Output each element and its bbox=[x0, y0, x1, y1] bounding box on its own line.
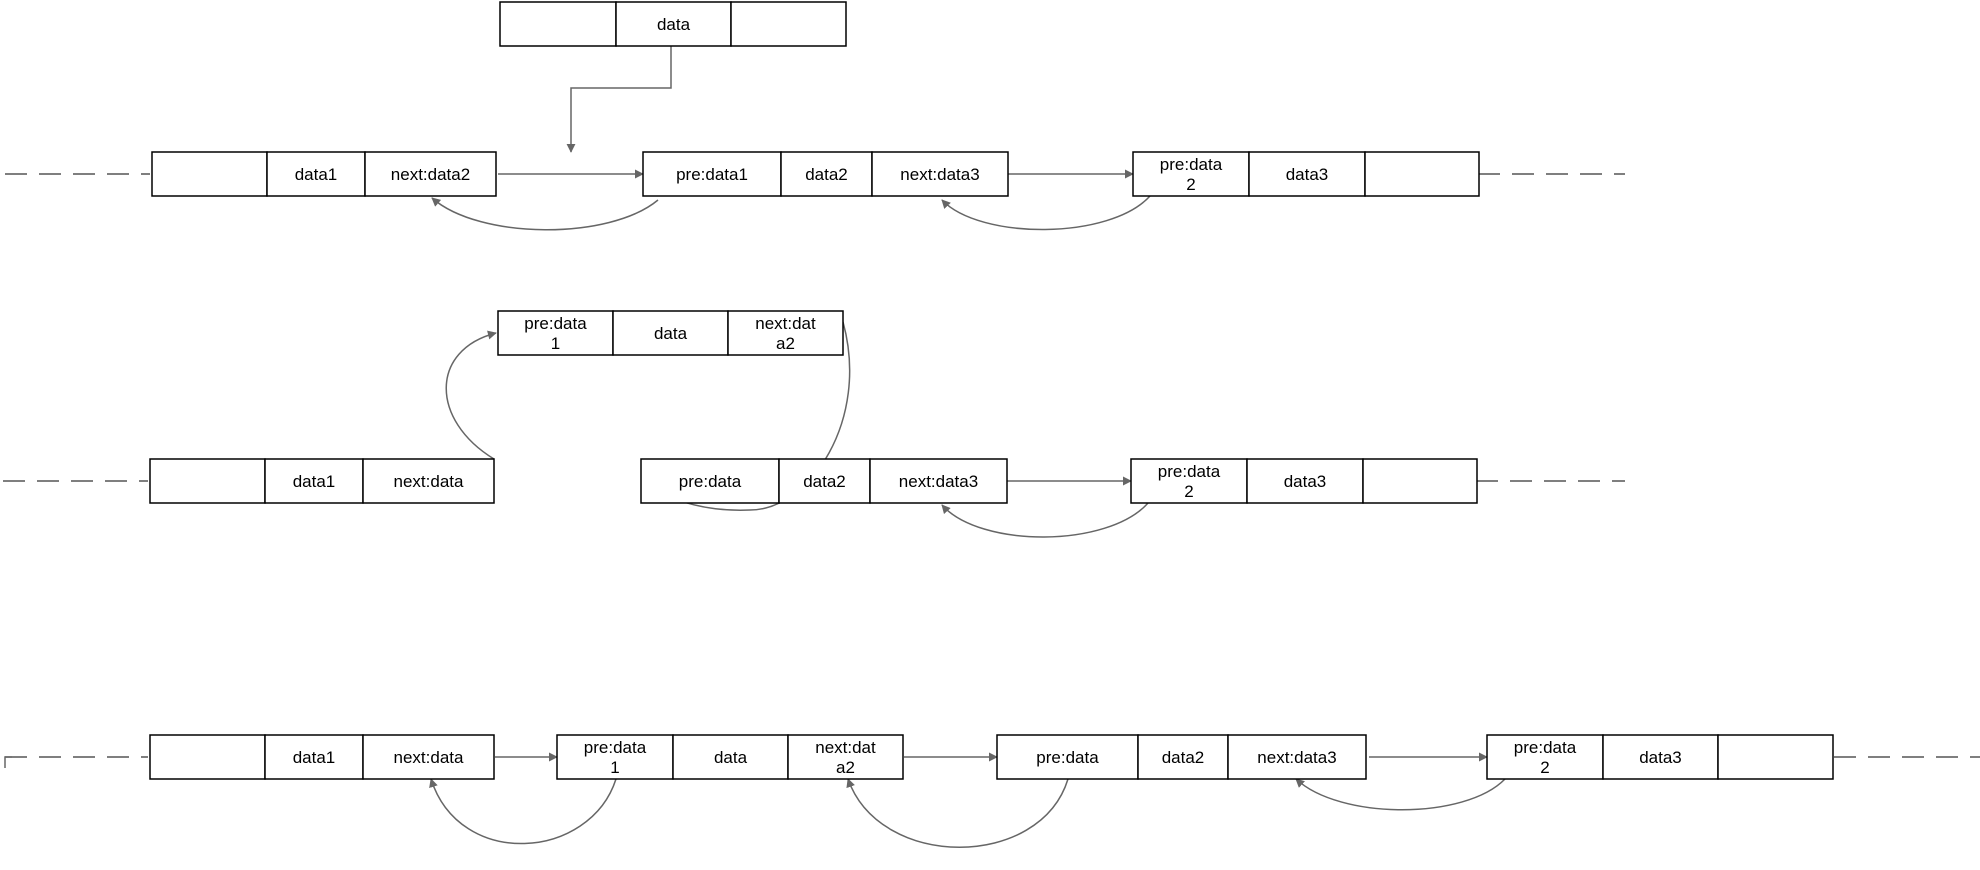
node-cell bbox=[672, 734, 789, 780]
node-cell bbox=[996, 734, 1139, 780]
pre-pointer-label: pre:data bbox=[679, 472, 742, 491]
list-node-s3-n2: pre:data data2 next:data3 bbox=[996, 734, 1367, 780]
next-pointer-label: next:data3 bbox=[899, 472, 978, 491]
corner-tick bbox=[4, 756, 12, 768]
node-cell bbox=[151, 151, 268, 197]
node-cell bbox=[642, 151, 782, 197]
list-node-s1-n1: data1 next:data2 bbox=[151, 151, 497, 197]
continuation-dashes bbox=[3, 173, 1980, 768]
node-cell bbox=[149, 734, 266, 780]
node-cell bbox=[1717, 734, 1834, 780]
node-cell bbox=[264, 458, 364, 504]
data-label: data bbox=[714, 748, 748, 767]
node-cell bbox=[149, 458, 266, 504]
pointer-arrow bbox=[941, 195, 1151, 231]
data-label: data3 bbox=[1286, 165, 1329, 184]
next-pointer-label: next:data bbox=[394, 472, 464, 491]
node-cell bbox=[364, 151, 497, 197]
pointer-arrow bbox=[1295, 778, 1506, 811]
node-cell bbox=[727, 310, 844, 356]
pre-pointer-label: pre:data1 bbox=[676, 165, 748, 184]
data-label: data2 bbox=[803, 472, 846, 491]
node-cell bbox=[1248, 151, 1366, 197]
data-label: data1 bbox=[293, 472, 336, 491]
list-node-s1-new: data bbox=[499, 1, 847, 47]
pointer-arrow bbox=[445, 330, 497, 460]
pointer-arrows bbox=[429, 46, 1506, 848]
data-label: data3 bbox=[1284, 472, 1327, 491]
next-pointer-label: next:data3 bbox=[1257, 748, 1336, 767]
node-cell bbox=[869, 458, 1008, 504]
node-cell bbox=[1486, 734, 1604, 780]
node-cell bbox=[730, 1, 847, 47]
list-nodes: data data1 next:data2 pre:data1 data2 next:da… bbox=[149, 1, 1834, 780]
data-label: data bbox=[657, 15, 691, 34]
node-cell bbox=[1132, 151, 1250, 197]
data-label: data2 bbox=[1162, 748, 1205, 767]
node-cell bbox=[266, 151, 366, 197]
pointer-arrow bbox=[941, 502, 1149, 538]
data-label: data2 bbox=[805, 165, 848, 184]
node-cell bbox=[497, 310, 614, 356]
node-cell bbox=[1246, 458, 1364, 504]
node-cell bbox=[1364, 151, 1480, 197]
node-cell bbox=[1602, 734, 1719, 780]
data-label: data3 bbox=[1639, 748, 1682, 767]
pre-pointer-label: pre:data bbox=[1036, 748, 1099, 767]
next-pointer-label: next:data3 bbox=[900, 165, 979, 184]
next-pointer-label: next:data2 bbox=[391, 165, 470, 184]
data-label: data bbox=[654, 324, 688, 343]
node-cell bbox=[640, 458, 780, 504]
node-cell bbox=[362, 734, 495, 780]
node-cell bbox=[1130, 458, 1248, 504]
node-cell bbox=[780, 151, 873, 197]
node-cell bbox=[264, 734, 364, 780]
pointer-arrow bbox=[846, 778, 1069, 848]
node-cell bbox=[787, 734, 904, 780]
node-cell bbox=[612, 310, 729, 356]
pointer-arrow bbox=[566, 46, 672, 153]
list-node-s2-n1: data1 next:data bbox=[149, 458, 495, 504]
pointer-arrow bbox=[429, 778, 617, 845]
node-cell bbox=[871, 151, 1009, 197]
data-label: data1 bbox=[295, 165, 338, 184]
data-label: data1 bbox=[293, 748, 336, 767]
list-node-s3-n1: data1 next:data bbox=[149, 734, 495, 780]
pointer-arrow bbox=[431, 197, 659, 231]
node-cell bbox=[1362, 458, 1478, 504]
next-pointer-label: next:data bbox=[394, 748, 464, 767]
node-cell bbox=[362, 458, 495, 504]
list-node-s1-n2: pre:data1 data2 next:data3 bbox=[642, 151, 1009, 197]
node-cell bbox=[778, 458, 871, 504]
list-node-s2-n2: pre:data data2 next:data3 bbox=[640, 458, 1008, 504]
node-cell bbox=[1227, 734, 1367, 780]
node-cell bbox=[499, 1, 617, 47]
